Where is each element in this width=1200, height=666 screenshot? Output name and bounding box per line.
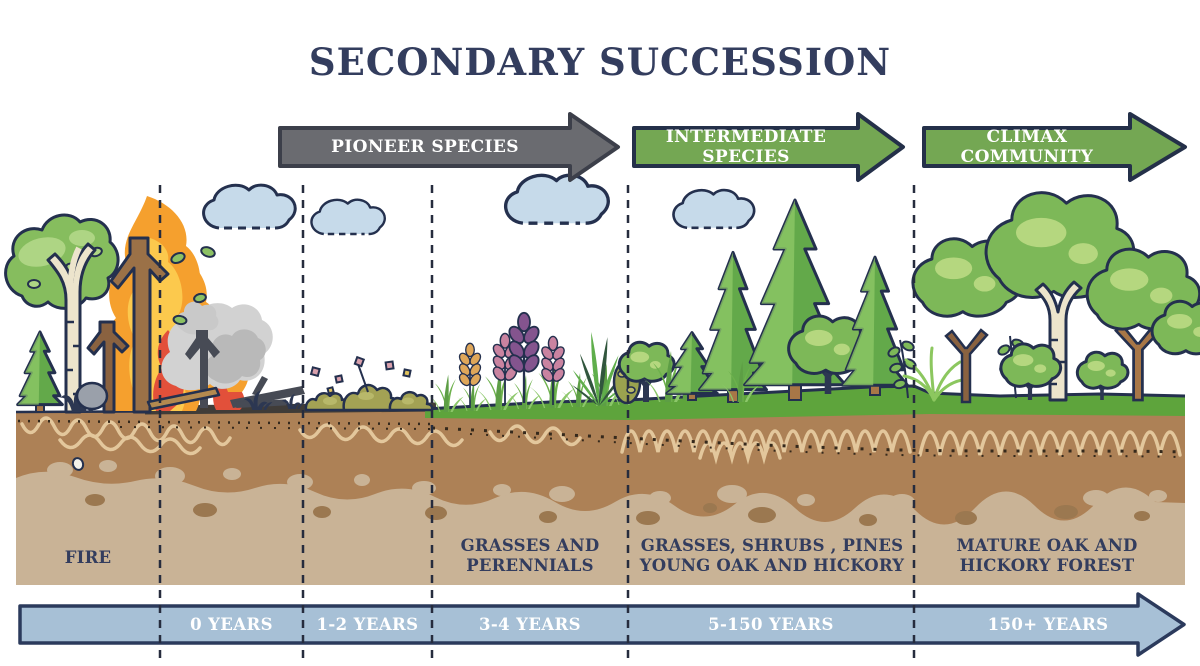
- birch-trunk: [46, 242, 97, 414]
- timeline-arrow: [18, 592, 1186, 657]
- section-dividers: [158, 185, 916, 658]
- stage-arrow-pioneer: [278, 112, 620, 182]
- burning-snag-small: [86, 320, 130, 414]
- soil-cross-section: [15, 384, 1186, 585]
- cloud-icon: [672, 188, 756, 230]
- roots: [20, 416, 1182, 465]
- smoke-cloud: [161, 301, 273, 391]
- falling-leaves: [170, 246, 216, 326]
- stage-arrow-shapes: [278, 112, 1187, 182]
- grass-surface-band: [425, 386, 1185, 420]
- spiky-bush: [572, 332, 625, 406]
- burning-snag-large: [109, 236, 170, 414]
- subsoil-stones: [47, 460, 1167, 510]
- clouds: [202, 173, 756, 236]
- sprout-flowers: [309, 355, 412, 395]
- cloud-icon: [310, 198, 386, 236]
- grasses-perennials: [427, 311, 642, 412]
- burnt-snag-gray: [185, 330, 220, 408]
- fallen-log-tan: [146, 386, 221, 411]
- cloud-icon: [202, 183, 297, 230]
- pines-young-oaks: [618, 200, 917, 403]
- fern: [902, 346, 964, 402]
- white-pebble: [71, 457, 85, 471]
- stage-arrow-climax: [922, 112, 1187, 182]
- pine-tree-small: [16, 331, 64, 413]
- cloud-icon: [503, 173, 610, 225]
- stage-arrow-intermediate: [632, 112, 905, 182]
- pioneer-sprouts: [304, 355, 434, 412]
- deep-stones: [85, 494, 1150, 526]
- gray-rock: [75, 381, 109, 411]
- climax-forest: [902, 193, 1200, 404]
- pine-tree-tall: [745, 200, 846, 401]
- soil-specks: [17, 419, 1186, 458]
- pine-tree-1: [665, 331, 719, 401]
- fire-scene: [4, 196, 305, 414]
- pine-tree-3: [841, 255, 909, 396]
